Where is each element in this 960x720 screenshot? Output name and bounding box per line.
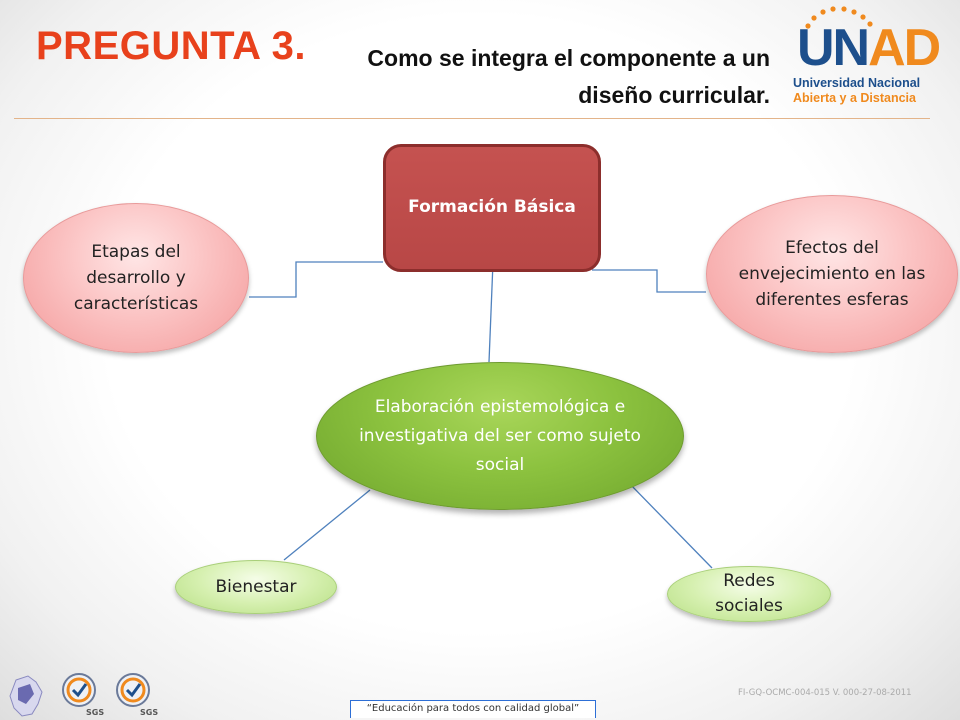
- sgs-cert-icon-1: [62, 673, 96, 707]
- slide-subtitle: Como se integra el componente a un diseñ…: [367, 45, 770, 108]
- header-divider: [14, 118, 930, 119]
- connector-bottom-right: [625, 479, 713, 569]
- sgs-label-1: SGS: [86, 708, 105, 717]
- footer-slogan: “Educación para todos con calidad global…: [350, 700, 596, 718]
- unad-logo-dots: [805, 6, 873, 29]
- sgs-cert-icon-2: [116, 673, 150, 707]
- unad-logo: UNAD: [797, 19, 941, 77]
- document-code: FI-GQ-OCMC-004-015 V. 000-27-08-2011: [738, 688, 912, 698]
- logo-ad: AD: [868, 19, 941, 77]
- node-etapas-desarrollo: Etapas del desarrollo y características: [23, 203, 249, 353]
- logo-line-1: Universidad Nacional: [793, 76, 921, 90]
- colombia-map-icon: [9, 675, 43, 717]
- sgs-label-2: SGS: [140, 708, 159, 717]
- node-efectos-envejecimiento: Efectos del envejecimiento en las difere…: [706, 195, 958, 353]
- slide-title: PREGUNTA 3.: [36, 24, 306, 68]
- connector-right: [592, 269, 706, 293]
- node-formacion-basica: Formación Básica: [383, 144, 601, 272]
- logo-un: UN: [797, 19, 870, 77]
- connector-bottom-left: [283, 489, 371, 561]
- node-redes-sociales: Redes sociales: [667, 566, 831, 622]
- node-bienestar: Bienestar: [175, 560, 337, 614]
- connector-left: [249, 261, 383, 298]
- logo-line-2: Abierta y a Distancia: [793, 91, 916, 105]
- connector-top-center: [488, 261, 494, 363]
- node-elaboracion-epistemologica: Elaboración epistemológica e investigati…: [316, 362, 684, 510]
